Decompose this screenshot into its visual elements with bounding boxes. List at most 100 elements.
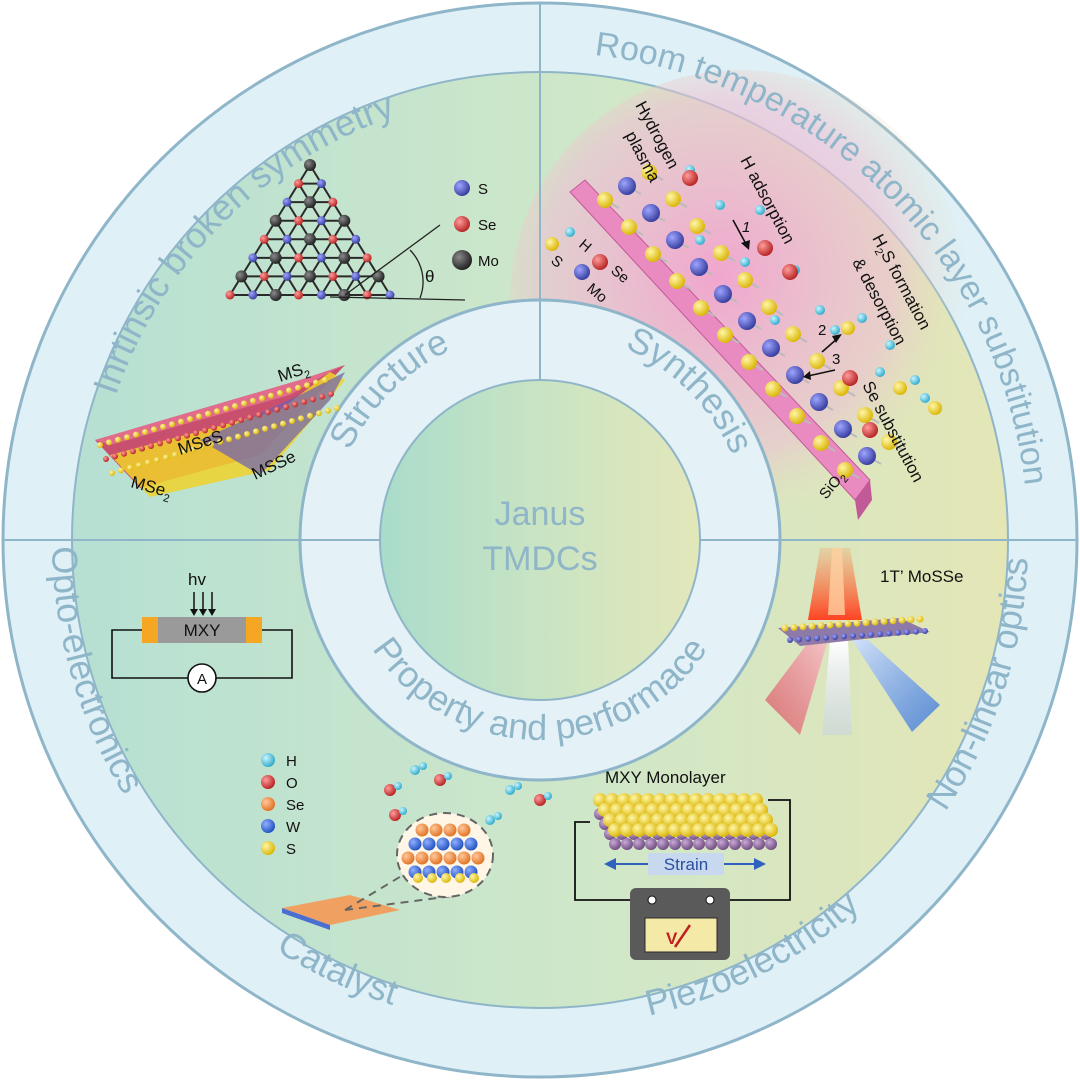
sheet-atom — [109, 470, 115, 476]
substrate-atom — [597, 192, 613, 208]
sheet-atom — [148, 443, 154, 449]
substrate-atom — [621, 219, 637, 235]
sheet-atom — [334, 405, 340, 411]
lattice-atom — [248, 290, 258, 300]
sheet-atom — [139, 445, 145, 452]
sheet-atom — [217, 438, 223, 445]
sheet-atom — [136, 462, 142, 469]
strain-box — [648, 853, 724, 875]
sheet-atom — [178, 418, 184, 425]
piezo-atom — [669, 838, 681, 850]
sheet-atom — [250, 397, 256, 404]
substrate-atom — [737, 272, 753, 288]
substrate-atom — [858, 447, 876, 465]
nlo-atom — [835, 620, 843, 628]
beam-red — [765, 640, 828, 735]
sheet-atom — [157, 440, 163, 447]
hydrogen-atom — [857, 313, 867, 323]
molecule-atom — [434, 774, 446, 786]
device-label: MXY — [184, 621, 221, 640]
nlo-atom — [886, 630, 892, 637]
hydrogen-atom — [920, 393, 930, 403]
substrate-atom — [669, 273, 685, 289]
center-title-line2: TMDCs — [482, 540, 597, 578]
device-channel — [158, 617, 246, 643]
piezo-atom — [764, 823, 778, 837]
catalyst-atom — [429, 823, 443, 837]
voltmeter-label: V — [666, 929, 678, 948]
molecule-atom — [410, 765, 420, 775]
lattice-atom — [338, 289, 351, 301]
hydrogen-atom — [695, 235, 705, 245]
nlo-atom — [814, 635, 820, 642]
piezo-atom — [692, 823, 706, 837]
molecule-atom — [494, 812, 502, 820]
sheet-atom — [199, 444, 205, 450]
catalyst-atom — [443, 851, 457, 865]
opto-panel: hv MXY A — [111, 570, 293, 693]
piezo-atom — [752, 823, 766, 837]
sheet-atom — [160, 423, 166, 430]
lattice-atom — [259, 234, 269, 244]
cat-legend-se: Se — [286, 797, 304, 814]
center-title-line1: Janus — [495, 495, 586, 533]
piezo-atom — [681, 838, 693, 850]
substrate-atom — [642, 204, 660, 222]
sheet-atom — [298, 415, 304, 422]
sheet-atom — [325, 407, 331, 414]
hydrogen-atom — [715, 200, 725, 210]
sheet-atom — [196, 413, 202, 420]
lattice-atom — [385, 290, 395, 300]
lattice-atom — [338, 214, 351, 227]
piezo-panel: MXY Monolayer Strain V — [574, 768, 791, 960]
nlo-atom — [880, 617, 888, 625]
sulfur-atom — [928, 401, 942, 415]
piezo-atom — [644, 823, 658, 837]
sheet-atom — [247, 414, 253, 421]
sheet-atom — [130, 448, 136, 455]
piezo-atom — [632, 823, 646, 837]
nlo-atom — [796, 636, 802, 643]
substrate-atom — [717, 327, 733, 343]
nlo-atom — [799, 623, 807, 631]
molecule-atom — [544, 792, 552, 800]
structure-panel: θ S Se Mo MS2 MSeS MSSe MSe2 — [95, 159, 499, 505]
lattice-atom — [282, 234, 292, 244]
sulfur-atom — [893, 381, 907, 395]
lattice-atom — [282, 271, 292, 281]
substrate-atom — [810, 393, 828, 411]
catalyst-atom — [415, 823, 429, 837]
nlo-atom — [844, 620, 852, 628]
legend-s-label: S — [478, 181, 488, 198]
piezo-atom — [620, 823, 634, 837]
sheet-atom — [175, 435, 181, 442]
sheet-atom — [283, 404, 289, 410]
sheet-atom — [205, 410, 211, 417]
sheet-atom — [286, 387, 292, 394]
nlo-atom — [868, 631, 874, 638]
sheet-atom — [112, 453, 118, 460]
piezo-atom — [609, 838, 621, 850]
sheet-atom — [223, 405, 229, 412]
substrate-atom — [762, 339, 780, 357]
lattice-atom — [351, 234, 361, 244]
substrate-atom — [809, 353, 825, 369]
nlo-atom — [781, 624, 789, 632]
selenium-atom — [842, 370, 858, 386]
sheet-atom — [181, 449, 187, 456]
sheet-atom — [268, 392, 274, 399]
substrate-atom — [786, 366, 804, 384]
sheet-atom — [295, 384, 301, 391]
hydrogen-atom — [910, 375, 920, 385]
sheet-atom — [118, 467, 124, 474]
lattice-atom — [248, 253, 258, 263]
heterostructure-sheets — [95, 365, 345, 497]
molecule-atom — [384, 784, 396, 796]
catalyst-atom — [422, 837, 436, 851]
catalyst-atom — [415, 851, 429, 865]
piezo-atom — [645, 838, 657, 850]
sheet-atom — [271, 423, 277, 430]
legend-se-ball — [454, 216, 470, 232]
molecule-atom — [444, 772, 452, 780]
